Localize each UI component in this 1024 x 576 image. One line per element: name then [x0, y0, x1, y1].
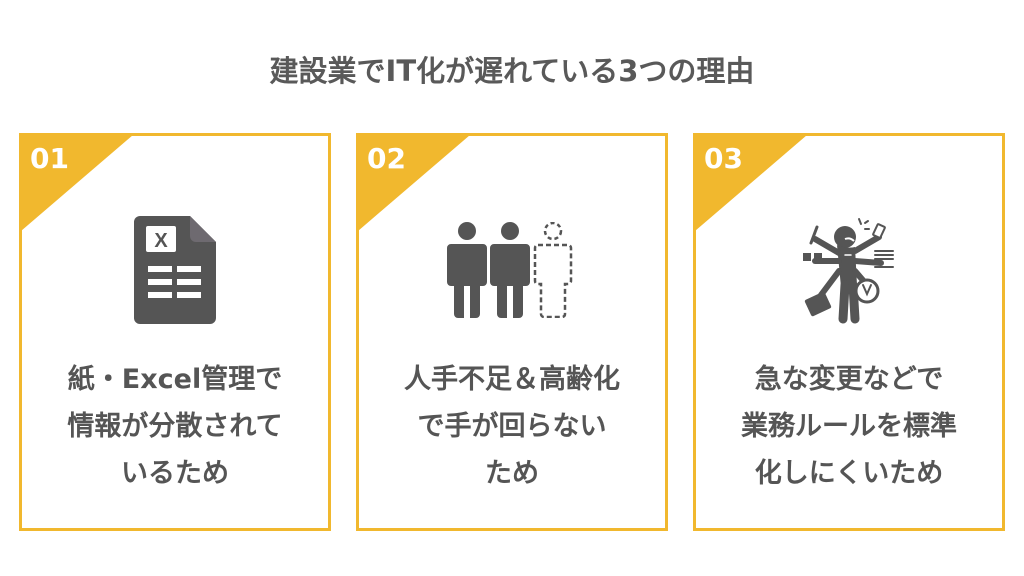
card-number: 01: [30, 142, 69, 175]
reason-card-1: 01 X 紙・Excel管理で 情報が分散されて いるため: [19, 133, 331, 531]
caption-line: 情報が分散されて: [67, 411, 283, 442]
caption-line: いるため: [121, 458, 229, 489]
card-caption: 人手不足＆高齢化 で手が回らない ため: [359, 356, 665, 497]
card-number: 02: [367, 142, 406, 175]
excel-document-icon: X: [22, 214, 328, 326]
card-caption: 急な変更などで 業務ルールを標準 化しにくいため: [696, 356, 1002, 497]
caption-line: 紙・Excel管理で: [67, 364, 283, 395]
caption-line: ため: [485, 458, 539, 489]
page-title: 建設業でIT化が遅れている3つの理由: [269, 54, 755, 88]
caption-line: 化しにくいため: [754, 458, 944, 489]
caption-line: 人手不足＆高齢化: [404, 364, 620, 395]
reason-card-2: 02 人手不足＆高齢化 で手が回らない ため: [356, 133, 668, 531]
caption-line: で手が回らない: [417, 411, 607, 442]
caption-line: 急な変更などで: [754, 364, 944, 395]
reason-card-3: 03: [693, 133, 1005, 531]
staff-shortage-people-icon: [359, 214, 665, 326]
caption-line: 業務ルールを標準: [741, 411, 957, 442]
overworked-multitasking-person-icon: [696, 214, 1002, 326]
svg-text:X: X: [154, 230, 168, 252]
card-number: 03: [704, 142, 743, 175]
card-caption: 紙・Excel管理で 情報が分散されて いるため: [22, 356, 328, 497]
